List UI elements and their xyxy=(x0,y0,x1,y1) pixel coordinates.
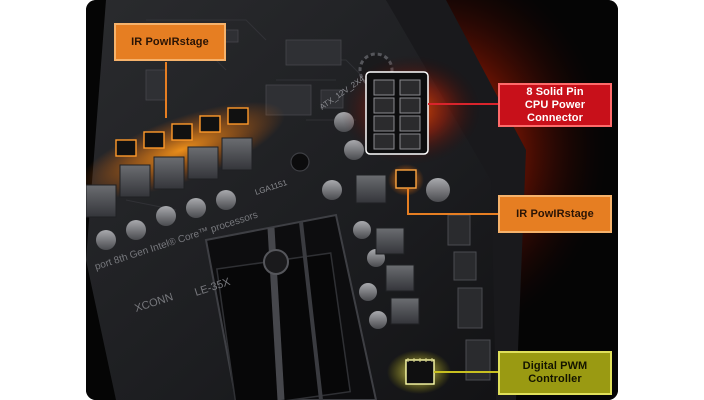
callout-powirstage-top-text: IR PowIRstage xyxy=(131,35,209,48)
callout-powirstage-right: IR PowIRstage xyxy=(498,195,612,233)
callout-cpu-power-line1: 8 Solid Pin xyxy=(526,85,584,98)
callout-pwm-line1: Digital PWM xyxy=(522,360,588,372)
connector-line-right xyxy=(407,188,498,215)
callout-powirstage-top: IR PowIRstage xyxy=(114,23,226,61)
callout-digital-pwm-controller: Digital PWM Controller xyxy=(498,351,612,395)
callout-cpu-power-line2: CPU Power Connector xyxy=(524,98,586,124)
callout-pwm-line2: Controller xyxy=(528,373,582,385)
callout-cpu-power-connector: 8 Solid Pin CPU Power Connector xyxy=(498,83,612,127)
callout-powirstage-right-text: IR PowIRstage xyxy=(516,207,594,220)
